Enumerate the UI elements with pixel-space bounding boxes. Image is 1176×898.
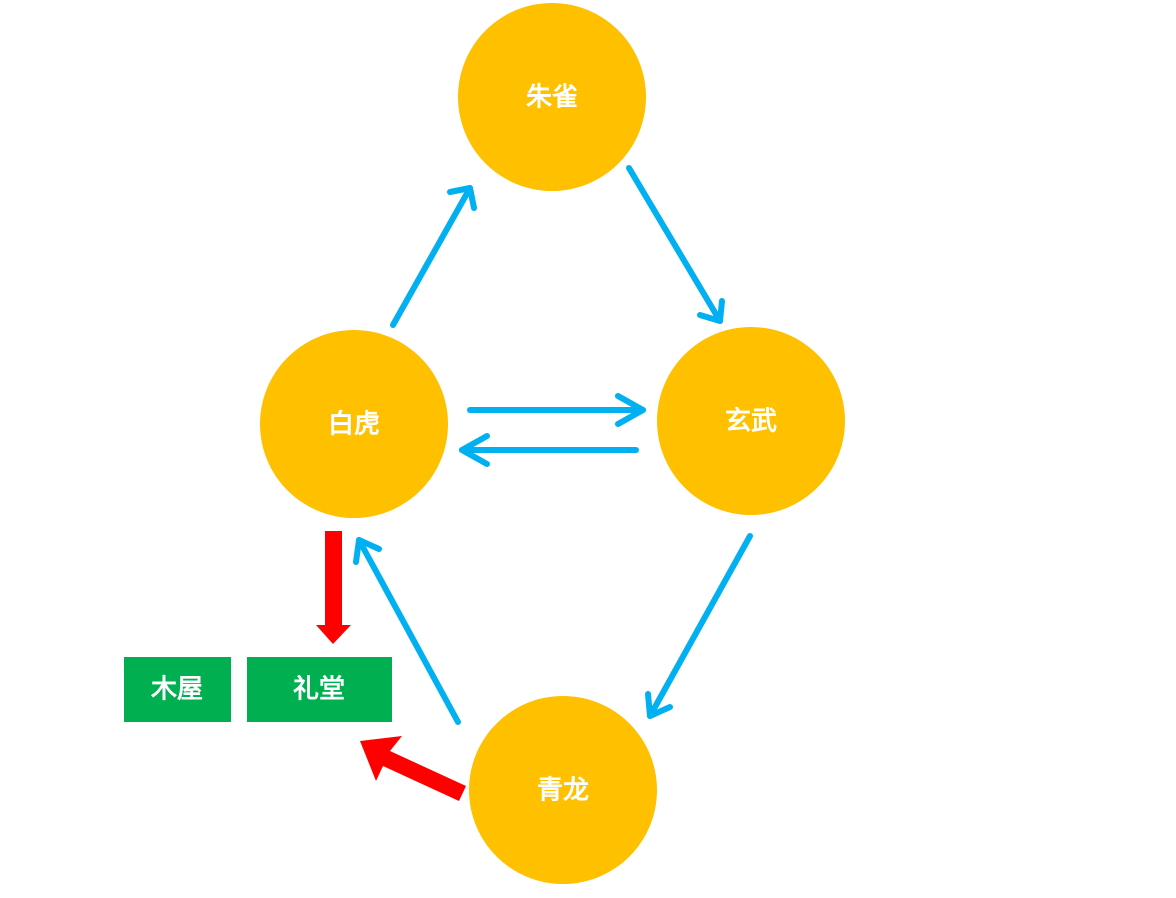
node-baihu: 白虎 bbox=[260, 330, 448, 518]
node-baihu-label: 白虎 bbox=[328, 409, 380, 440]
arrow-baihu-to-litang bbox=[316, 531, 351, 644]
arrow-baihu-to-xuanwu bbox=[467, 393, 646, 427]
box-muwu: 木屋 bbox=[124, 657, 231, 722]
box-muwu-label: 木屋 bbox=[150, 675, 203, 705]
arrow-qinglong-to-litang bbox=[360, 736, 466, 801]
box-litang-label: 礼堂 bbox=[293, 674, 345, 705]
arrow-baihu-to-zhuque bbox=[390, 185, 477, 328]
node-zhuque: 朱雀 bbox=[458, 3, 646, 191]
node-qinglong: 青龙 bbox=[469, 696, 657, 884]
box-litang: 礼堂 bbox=[247, 657, 392, 722]
arrow-xuanwu-to-baihu bbox=[459, 433, 639, 467]
node-xuanwu: 玄武 bbox=[657, 327, 845, 515]
node-xuanwu-label: 玄武 bbox=[725, 406, 777, 437]
node-zhuque-label: 朱雀 bbox=[526, 83, 578, 113]
arrow-qinglong-to-baihu bbox=[353, 537, 461, 725]
node-qinglong-label: 青龙 bbox=[537, 776, 589, 806]
arrow-xuanwu-to-qinglong bbox=[645, 533, 753, 719]
arrow-zhuque-to-xuanwu bbox=[626, 165, 725, 324]
